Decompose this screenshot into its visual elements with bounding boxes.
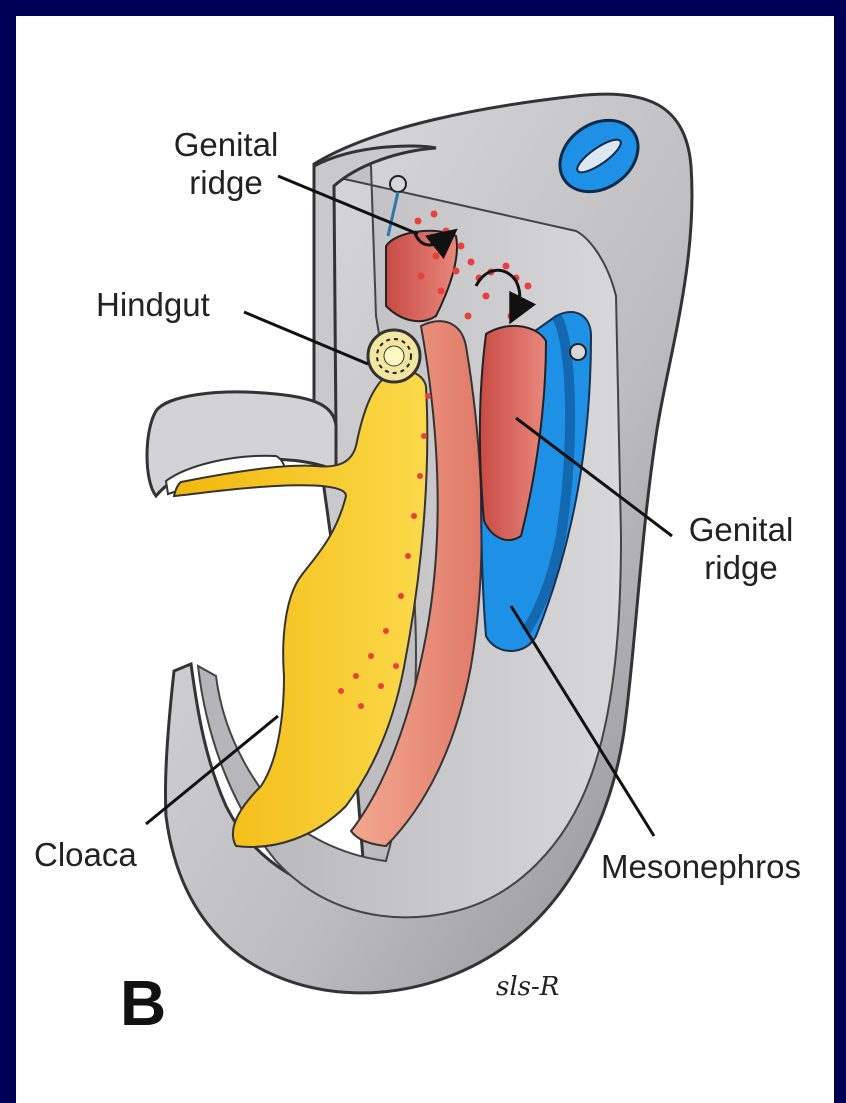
label-genital-ridge-top-line2: ridge	[161, 164, 291, 202]
aorta-knob-right	[570, 344, 586, 360]
aorta-knob-left	[390, 176, 406, 192]
panel-letter: B	[120, 966, 166, 1040]
label-genital-ridge-top-line1: Genital	[161, 126, 291, 164]
label-hindgut: Hindgut	[96, 286, 210, 324]
artist-signature: sls-R	[496, 972, 559, 1002]
label-genital-ridge-right-line1: Genital	[676, 511, 806, 549]
label-mesonephros: Mesonephros	[601, 848, 801, 886]
label-genital-ridge-right-line2: ridge	[676, 549, 806, 587]
label-genital-ridge-top: Genital ridge	[161, 126, 291, 202]
label-genital-ridge-right: Genital ridge	[676, 511, 806, 587]
label-cloaca: Cloaca	[34, 836, 137, 874]
figure-panel: Genital ridge Hindgut Genital ridge Cloa…	[16, 16, 834, 1103]
